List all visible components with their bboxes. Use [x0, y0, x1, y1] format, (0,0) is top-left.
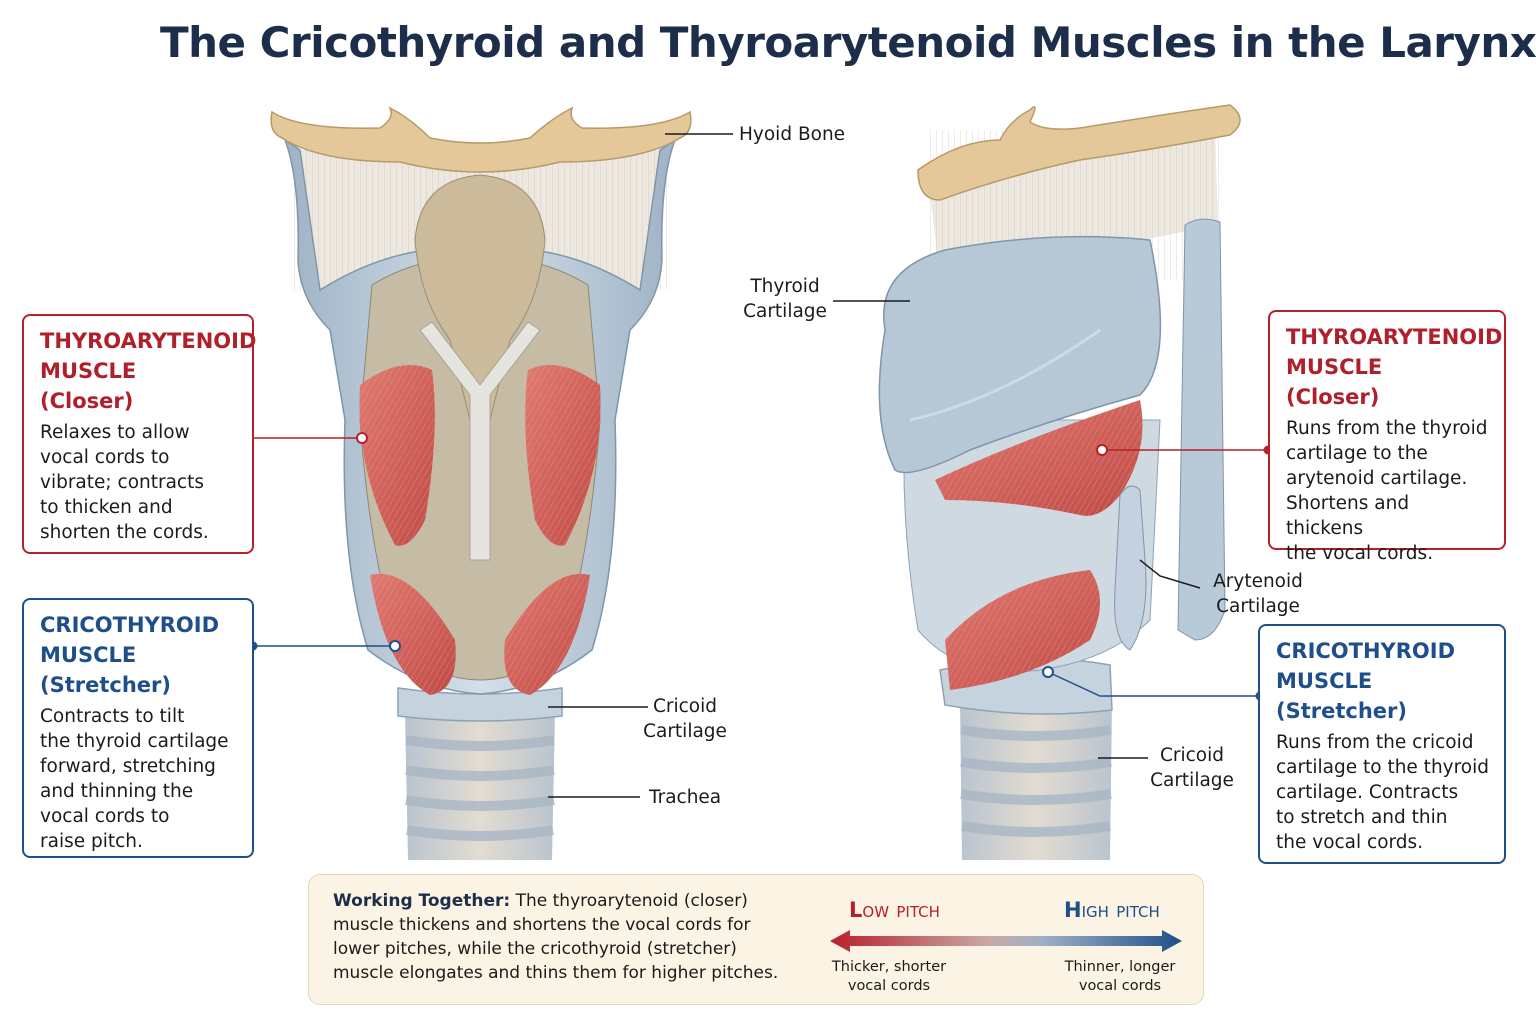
label-thyroid-cartilage: Thyroid Cartilage: [740, 274, 830, 324]
high-pitch-word: PITCH: [1116, 903, 1160, 921]
callout-heading: CRICOTHYROID MUSCLE (Stretcher): [1276, 636, 1490, 726]
label-cricoid-side: Cricoid Cartilage: [1150, 743, 1234, 793]
body-line: arytenoid cartilage.: [1286, 466, 1490, 491]
low-pitch-rest: OW: [862, 903, 889, 921]
body-line: forward, stretching: [40, 754, 238, 779]
body-line: vocal cords to: [40, 804, 238, 829]
text-line: The thyroarytenoid (closer): [510, 891, 748, 911]
heading-line: (Stretcher): [1276, 696, 1490, 726]
callout-body: Runs from the thyroid cartilage to the a…: [1286, 416, 1490, 566]
body-line: the vocal cords.: [1276, 830, 1490, 855]
label-arytenoid: Arytenoid Cartilage: [1208, 569, 1308, 619]
heading-line: (Closer): [40, 386, 238, 416]
body-line: cartilage to the thyroid: [1276, 755, 1490, 780]
body-line: cartilage to the: [1286, 441, 1490, 466]
body-line: and thinning the: [40, 779, 238, 804]
low-sub-line: Thicker, shorter: [826, 958, 952, 977]
callout-body: Runs from the cricoid cartilage to the t…: [1276, 730, 1490, 855]
body-line: Relaxes to allow: [40, 420, 238, 445]
pitch-arrow: [828, 928, 1184, 954]
heading-line: MUSCLE: [40, 640, 238, 670]
low-pitch-description: Thicker, shorter vocal cords: [826, 958, 952, 996]
low-pitch-initial: L: [849, 898, 862, 922]
working-together-lead: Working Together:: [333, 891, 510, 911]
body-line: vibrate; contracts: [40, 470, 238, 495]
larynx-front-view: [271, 108, 691, 860]
body-line: the vocal cords.: [1286, 541, 1490, 566]
high-pitch-rest: IGH: [1082, 903, 1109, 921]
label-cricoid-front: Cricoid Cartilage: [643, 694, 727, 744]
label-arytenoid-line1: Arytenoid: [1208, 569, 1308, 594]
heading-line: THYROARYTENOID: [1286, 322, 1490, 352]
heading-line: CRICOTHYROID: [40, 610, 238, 640]
heading-line: (Stretcher): [40, 670, 238, 700]
label-cricoid-side-line1: Cricoid: [1150, 743, 1234, 768]
high-pitch-label: HIGH PITCH: [1064, 898, 1160, 922]
label-cricoid-front-line2: Cartilage: [643, 719, 727, 744]
body-line: shorten the cords.: [40, 520, 238, 545]
callout-cricothyroid-front: CRICOTHYROID MUSCLE (Stretcher) Contract…: [22, 598, 254, 858]
body-line: to thicken and: [40, 495, 238, 520]
label-thyroid-line2: Cartilage: [740, 299, 830, 324]
body-line: the thyroid cartilage: [40, 729, 238, 754]
high-pitch-description: Thinner, longer vocal cords: [1058, 958, 1182, 996]
callout-cricothyroid-side: CRICOTHYROID MUSCLE (Stretcher) Runs fro…: [1258, 624, 1506, 864]
label-cricoid-front-line1: Cricoid: [643, 694, 727, 719]
text-line: muscle thickens and shortens the vocal c…: [333, 913, 803, 937]
label-thyroid-line1: Thyroid: [740, 274, 830, 299]
body-line: Runs from the thyroid: [1286, 416, 1490, 441]
body-line: Shortens and thickens: [1286, 491, 1490, 541]
body-line: Contracts to tilt: [40, 704, 238, 729]
heading-line: MUSCLE: [1276, 666, 1490, 696]
heading-line: MUSCLE: [40, 356, 238, 386]
label-hyoid-bone: Hyoid Bone: [739, 122, 845, 147]
heading-line: THYROARYTENOID: [40, 326, 238, 356]
high-pitch-initial: H: [1064, 898, 1082, 922]
callout-heading: THYROARYTENOID MUSCLE (Closer): [1286, 322, 1490, 412]
label-arytenoid-line2: Cartilage: [1208, 594, 1308, 619]
heading-line: (Closer): [1286, 382, 1490, 412]
heading-line: MUSCLE: [1286, 352, 1490, 382]
low-pitch-word: PITCH: [896, 903, 940, 921]
working-together-text: Working Together: The thyroarytenoid (cl…: [333, 889, 803, 985]
high-sub-line: Thinner, longer: [1058, 958, 1182, 977]
body-line: Runs from the cricoid: [1276, 730, 1490, 755]
label-trachea: Trachea: [649, 785, 721, 810]
label-cricoid-side-line2: Cartilage: [1150, 768, 1234, 793]
heading-line: CRICOTHYROID: [1276, 636, 1490, 666]
body-line: to stretch and thin: [1276, 805, 1490, 830]
body-line: raise pitch.: [40, 829, 238, 854]
body-line: cartilage. Contracts: [1276, 780, 1490, 805]
callout-body: Contracts to tilt the thyroid cartilage …: [40, 704, 238, 854]
callout-thyroarytenoid-side: THYROARYTENOID MUSCLE (Closer) Runs from…: [1268, 310, 1506, 550]
high-sub-line: vocal cords: [1058, 977, 1182, 996]
callout-body: Relaxes to allow vocal cords to vibrate;…: [40, 420, 238, 545]
text-line: lower pitches, while the cricothyroid (s…: [333, 937, 803, 961]
low-sub-line: vocal cords: [826, 977, 952, 996]
callout-heading: THYROARYTENOID MUSCLE (Closer): [40, 326, 238, 416]
text-line: muscle elongates and thins them for high…: [333, 961, 803, 985]
body-line: vocal cords to: [40, 445, 238, 470]
low-pitch-label: LOW PITCH: [849, 898, 940, 922]
callout-thyroarytenoid-front: THYROARYTENOID MUSCLE (Closer) Relaxes t…: [22, 314, 254, 554]
callout-heading: CRICOTHYROID MUSCLE (Stretcher): [40, 610, 238, 700]
